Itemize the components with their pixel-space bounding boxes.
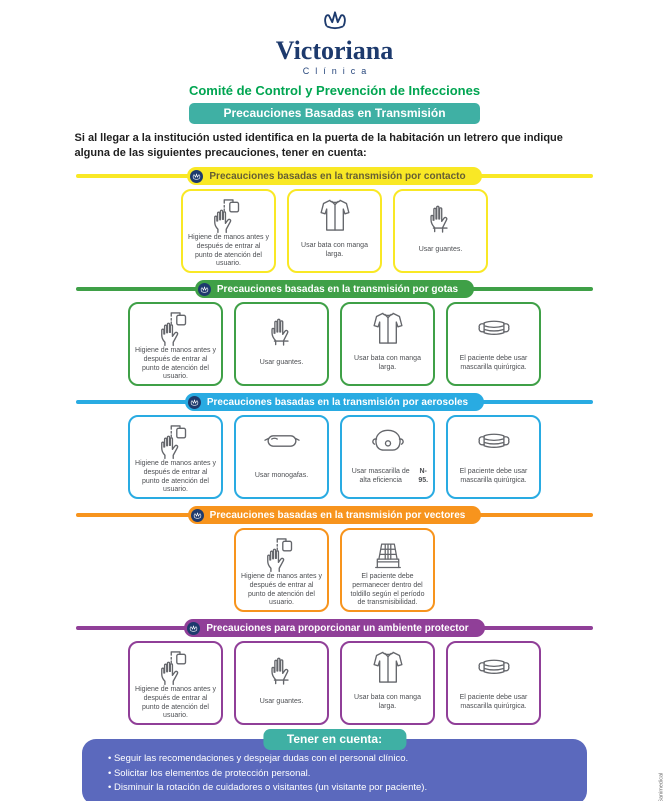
precaution-card: Higiene de manos antes y después de entr… (128, 641, 223, 726)
section-header: Precauciones basadas en la transmisión p… (0, 506, 669, 525)
crown-icon (190, 169, 204, 183)
card-label: Usar bata con manga larga. (354, 693, 421, 710)
section-title: Precauciones basadas en la transmisión p… (216, 283, 459, 295)
card-label: Higiene de manos antes y después de entr… (135, 460, 216, 494)
brand-block: Victoriana Clínica (0, 8, 669, 76)
precaution-card: Usar bata con manga larga. (287, 189, 382, 274)
brand-subtitle: Clínica (302, 66, 373, 76)
section-title: Precauciones para proporcionar un ambien… (206, 622, 469, 634)
goggles-icon (263, 435, 300, 447)
crown-icon (197, 282, 211, 296)
card-label: Usar mascarilla de alta eficiencia N-95. (351, 467, 429, 484)
section-header: Precauciones basadas en la transmisión p… (0, 167, 669, 186)
card-label: El paciente debe usar mascarilla quirúrg… (459, 354, 528, 371)
footer-note-title: Tener en cuenta: (262, 729, 407, 751)
card-label: Usar monogafas. (254, 472, 309, 480)
section-transmision-contacto: Precauciones basadas en la transmisión p… (0, 167, 669, 274)
banner-wrap: Precauciones Basadas en Transmisión (0, 103, 669, 124)
card-row: Higiene de manos antes y después de entr… (0, 415, 669, 500)
precaution-card: Usar monogafas. (234, 415, 329, 500)
hand-hygiene-icon (213, 199, 239, 234)
gloves-icon (270, 657, 289, 685)
gown-icon (372, 312, 403, 344)
card-label: Higiene de manos antes y después de entr… (135, 347, 216, 381)
gown-icon (319, 199, 350, 231)
card-row: Higiene de manos antes y después de entr… (0, 641, 669, 726)
surgical-mask-icon (477, 320, 510, 336)
card-row: Higiene de manos antes y después de entr… (0, 302, 669, 387)
mosquito-net-bed-icon (374, 543, 401, 569)
section-title: Precauciones basadas en la transmisión p… (206, 396, 469, 408)
section-transmision-gotas: Precauciones basadas en la transmisión p… (0, 280, 669, 387)
precaution-card: El paciente debe usar mascarilla quirúrg… (446, 302, 541, 387)
section-pill: Precauciones basadas en la transmisión p… (194, 280, 475, 299)
precaution-card: El paciente debe usar mascarilla quirúrg… (446, 641, 541, 726)
card-label: El paciente debe usar mascarilla quirúrg… (459, 467, 528, 484)
precaution-card: El paciente debe permanecer dentro del t… (340, 528, 435, 613)
precaution-card: Higiene de manos antes y después de entr… (128, 302, 223, 387)
card-label: Usar guantes. (259, 698, 304, 706)
precaution-card: Higiene de manos antes y después de entr… (128, 415, 223, 500)
footer-bullet: Seguir las recomendaciones y despejar du… (108, 752, 561, 767)
section-pill: Precauciones basadas en la transmisión p… (187, 506, 482, 525)
section-pill: Precauciones basadas en la transmisión p… (184, 393, 485, 412)
card-row: Higiene de manos antes y después de entr… (0, 189, 669, 274)
n95-mask-icon (371, 429, 404, 451)
card-label: Higiene de manos antes y después de entr… (188, 234, 269, 268)
precaution-card: Usar bata con manga larga. (340, 302, 435, 387)
brand-name: Victoriana (275, 36, 394, 65)
gloves-icon (429, 205, 448, 233)
section-transmision-aerosoles: Precauciones basadas en la transmisión p… (0, 393, 669, 500)
precaution-card: Usar guantes. (393, 189, 488, 274)
hand-hygiene-icon (160, 425, 186, 460)
crown-icon (187, 395, 201, 409)
precaution-card: Usar guantes. (234, 302, 329, 387)
precaution-card: Usar mascarilla de alta eficiencia N-95. (340, 415, 435, 500)
surgical-mask-icon (477, 433, 510, 449)
precaution-card: Usar guantes. (234, 641, 329, 726)
committee-title: Comité de Control y Prevención de Infecc… (188, 83, 481, 98)
section-pill: Precauciones para proporcionar un ambien… (184, 619, 485, 638)
card-label: Usar bata con manga larga. (301, 241, 368, 258)
gown-icon (372, 651, 403, 683)
section-transmision-vectores: Precauciones basadas en la transmisión p… (0, 506, 669, 613)
section-header: Precauciones basadas en la transmisión p… (0, 280, 669, 299)
card-label: Usar guantes. (418, 246, 463, 254)
precaution-card: Higiene de manos antes y después de entr… (234, 528, 329, 613)
main-banner: Precauciones Basadas en Transmisión (189, 103, 480, 124)
gloves-icon (270, 318, 289, 346)
card-label: Higiene de manos antes y después de entr… (135, 686, 216, 720)
card-label: El paciente debe usar mascarilla quirúrg… (459, 693, 528, 710)
hand-hygiene-icon (266, 538, 292, 573)
card-label: Higiene de manos antes y después de entr… (241, 573, 322, 607)
precaution-card: Usar bata con manga larga. (340, 641, 435, 726)
card-label: Usar bata con manga larga. (354, 354, 421, 371)
crown-icon (187, 621, 201, 635)
surgical-mask-icon (477, 659, 510, 675)
card-row: Higiene de manos antes y después de entr… (0, 528, 669, 613)
section-ambiente-protector: Precauciones para proporcionar un ambien… (0, 619, 669, 726)
section-title: Precauciones basadas en la transmisión p… (209, 509, 466, 521)
footer-note-box: Tener en cuenta: Seguir las recomendacio… (82, 729, 587, 801)
hand-hygiene-icon (160, 651, 186, 686)
victoriana-crown-logo-icon (323, 11, 346, 30)
footer-bullet-list: Seguir las recomendaciones y despejar du… (108, 752, 561, 796)
hand-hygiene-icon (160, 312, 186, 347)
footer-bullet: Solicitar los elementos de protección pe… (108, 767, 561, 782)
section-title: Precauciones basadas en la transmisión p… (209, 170, 466, 182)
card-label: El paciente debe permanecer dentro del t… (350, 573, 425, 607)
precaution-card: Higiene de manos antes y después de entr… (181, 189, 276, 274)
section-pill: Precauciones basadas en la transmisión p… (187, 167, 482, 186)
credit-text: Realizado por Comunicaciones Sanimedical (651, 773, 665, 801)
intro-text: Si al llegar a la institución usted iden… (74, 132, 563, 159)
precaution-card: El paciente debe usar mascarilla quirúrg… (446, 415, 541, 500)
crown-icon (190, 508, 204, 522)
section-header: Precauciones para proporcionar un ambien… (0, 619, 669, 638)
card-label: Usar guantes. (259, 359, 304, 367)
section-header: Precauciones basadas en la transmisión p… (0, 393, 669, 412)
credit-block: Realizado por Comunicaciones Sanimedical (653, 633, 665, 801)
footer-bullet: Disminuir la rotación de cuidadores o vi… (108, 781, 561, 796)
